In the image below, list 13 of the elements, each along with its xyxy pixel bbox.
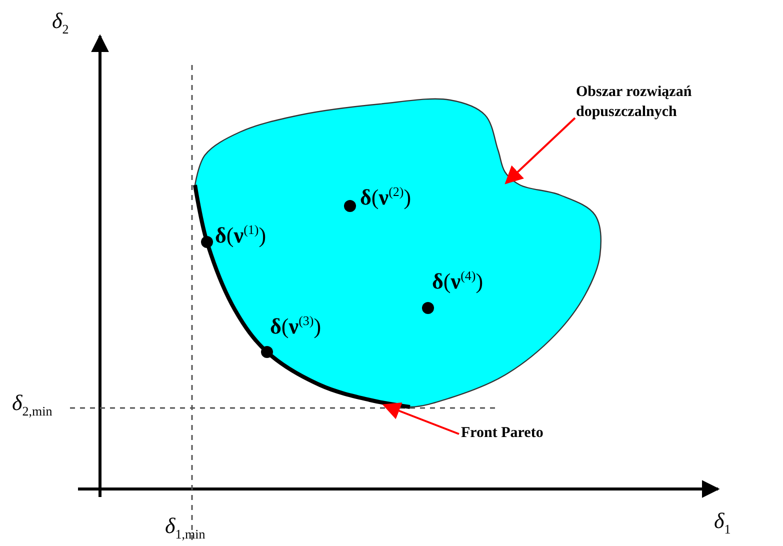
- point-label: δ(ν$^{(2)}$): [360, 184, 412, 210]
- leader-arrow: [504, 117, 576, 184]
- point-label: δ(ν$^{(4)}$): [432, 268, 484, 294]
- axis-label: δ$_{1}$: [714, 508, 731, 538]
- point-label: δ(ν$^{(3)}$): [270, 313, 322, 340]
- leader-arrow: [382, 402, 460, 435]
- axis-label: δ$_{2}$: [52, 8, 69, 38]
- axis-value-label: δ$_{1,min}$: [165, 513, 206, 542]
- axis-value-label: δ$_{2,min}$: [12, 390, 52, 420]
- annotation-text: Obszar rozwiązań dopuszczalnych: [576, 82, 726, 122]
- point-label: δ(ν$^{(1)}$): [215, 222, 266, 248]
- annotation-text: Front Pareto: [461, 423, 544, 443]
- pareto-front-curve: [193, 184, 410, 409]
